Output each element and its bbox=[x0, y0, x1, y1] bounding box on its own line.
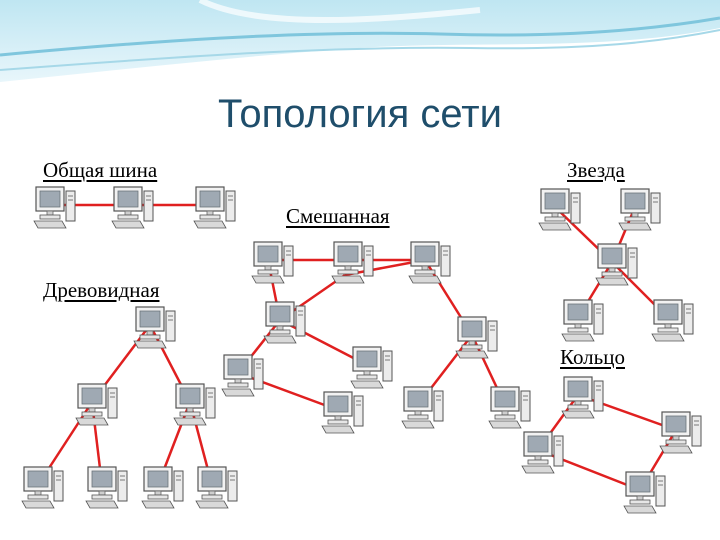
mixed-label: Смешанная bbox=[286, 204, 390, 228]
computer-icon bbox=[561, 299, 604, 342]
bus-computers bbox=[33, 186, 236, 229]
star-computers bbox=[538, 188, 694, 342]
ring-computers bbox=[521, 376, 702, 514]
bus-label: Общая шина bbox=[43, 158, 158, 182]
computer-icon bbox=[193, 186, 236, 229]
computer-icon bbox=[33, 186, 76, 229]
computer-icon bbox=[331, 241, 374, 284]
slide-title: Топология сети bbox=[218, 92, 502, 136]
computer-icon bbox=[75, 383, 118, 426]
computer-icon bbox=[173, 383, 216, 426]
star-label: Звезда bbox=[567, 158, 625, 182]
tree-label: Древовидная bbox=[43, 278, 160, 302]
computer-icon bbox=[455, 316, 498, 359]
computer-icon bbox=[133, 306, 176, 349]
computer-icon bbox=[651, 299, 694, 342]
computer-icon bbox=[251, 241, 294, 284]
computer-icon bbox=[659, 411, 702, 454]
computer-icon bbox=[595, 243, 638, 286]
computer-icon bbox=[561, 376, 604, 419]
computer-icon bbox=[401, 386, 444, 429]
mixed-computers bbox=[221, 241, 531, 434]
computer-icon bbox=[221, 354, 264, 397]
computer-icon bbox=[111, 186, 154, 229]
computer-icon bbox=[21, 466, 64, 509]
computer-icon bbox=[141, 466, 184, 509]
computer-icon bbox=[321, 391, 364, 434]
computer-icon bbox=[488, 386, 531, 429]
computer-icon bbox=[618, 188, 661, 231]
computer-icon bbox=[408, 241, 451, 284]
computer-icon bbox=[350, 346, 393, 389]
ring-label: Кольцо bbox=[560, 345, 625, 369]
computer-icon bbox=[521, 431, 564, 474]
computer-icon bbox=[623, 471, 666, 514]
computer-icon bbox=[263, 301, 306, 344]
computer-icon bbox=[195, 466, 238, 509]
tree-computers bbox=[21, 306, 238, 509]
header-wave-decoration bbox=[0, 0, 720, 82]
computer-icon bbox=[85, 466, 128, 509]
